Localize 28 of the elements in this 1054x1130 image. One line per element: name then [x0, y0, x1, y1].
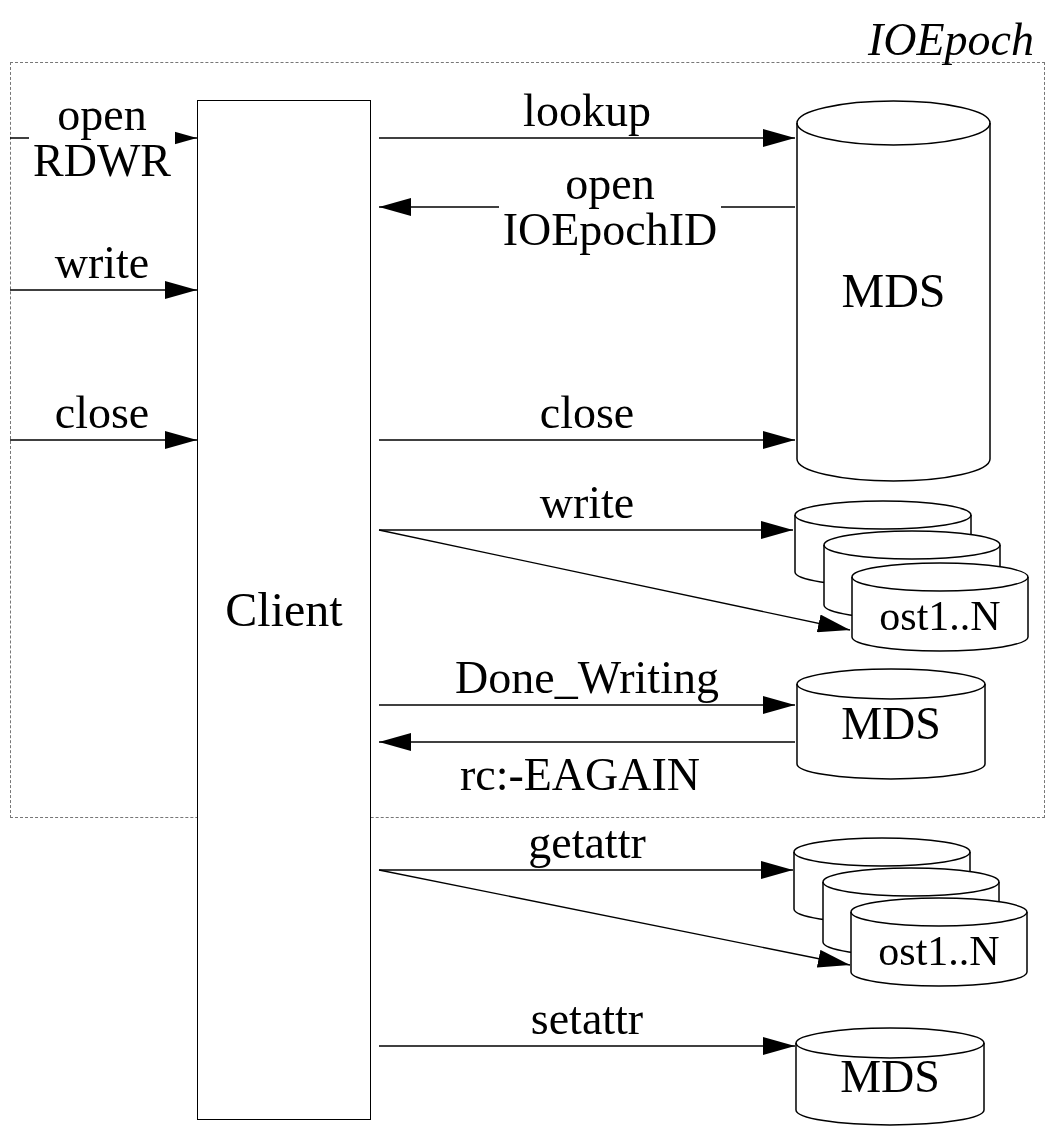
arrow: [378, 129, 796, 147]
node-label: Client: [225, 586, 343, 634]
arrow: [378, 431, 796, 449]
edge-label: close: [539, 390, 635, 436]
arrow: [378, 861, 794, 879]
arrow: [9, 281, 198, 299]
node-label: MDS: [841, 701, 941, 747]
edge-label: rc:-EAGAIN: [459, 752, 701, 798]
edge-label: close: [54, 390, 150, 436]
arrow: [378, 521, 794, 539]
edge-label: lookup: [523, 88, 651, 134]
arrow: [378, 733, 796, 751]
group-title: IOEpoch: [867, 17, 1034, 63]
node-label: MDS: [841, 267, 946, 315]
edge-label: write: [539, 480, 635, 526]
edge-label: Done_Writing: [455, 655, 719, 701]
arrow: [378, 529, 851, 633]
node-label: ost1..N: [879, 595, 1001, 637]
arrow: [378, 696, 796, 714]
node-label: MDS: [840, 1053, 940, 1100]
arrow: [378, 1037, 796, 1055]
arrow: [378, 869, 851, 968]
edge-label: setattr: [530, 996, 644, 1042]
node-label: ost1..N: [878, 930, 1000, 972]
arrow: [9, 431, 198, 449]
edge-label: getattr: [528, 820, 646, 866]
lifeline-box: [197, 100, 371, 1120]
edge-label: write: [54, 240, 150, 286]
